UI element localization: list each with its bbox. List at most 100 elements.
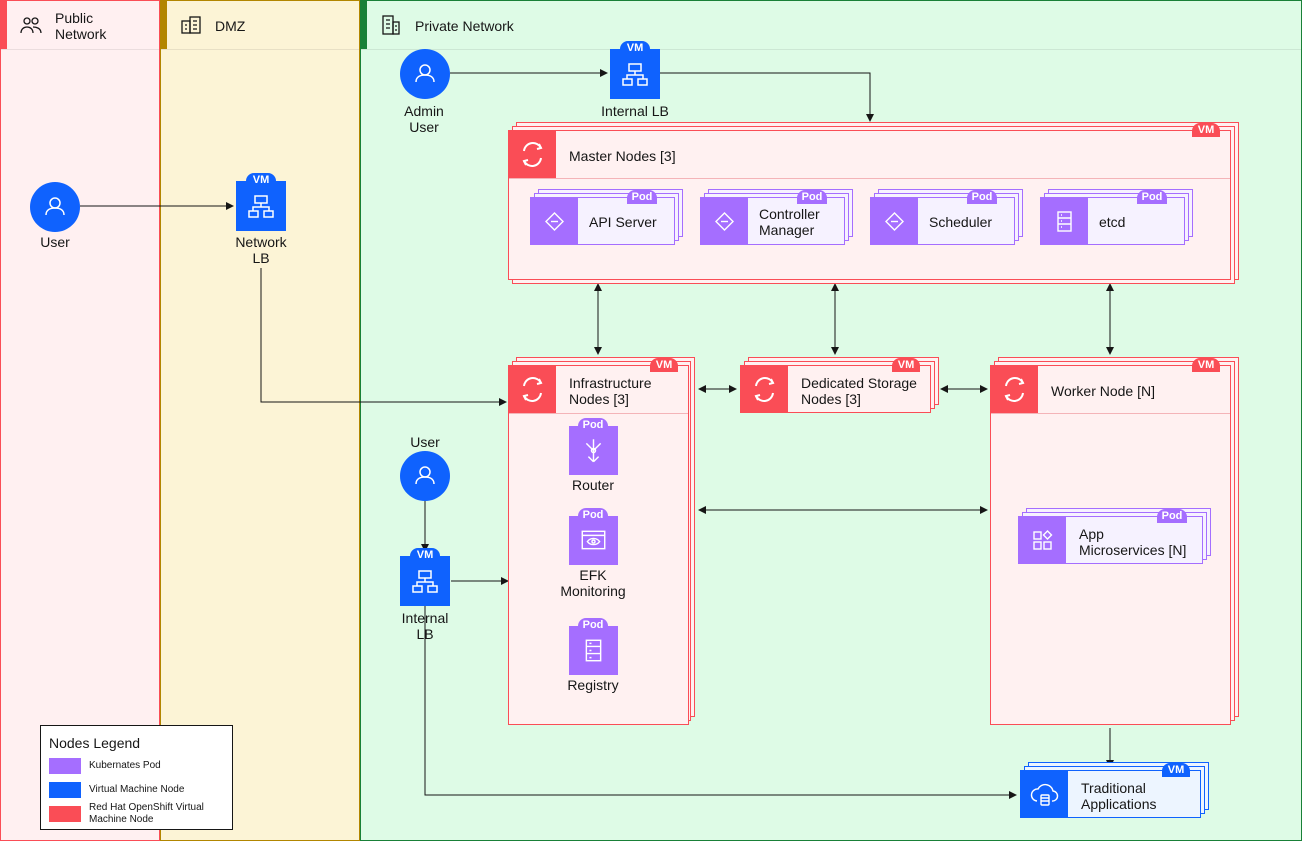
load-balancer-icon xyxy=(412,570,438,593)
legend-title: Nodes Legend xyxy=(49,735,141,751)
legend-swatch-vm xyxy=(49,782,81,798)
infra-header-divider xyxy=(509,413,688,414)
user-icon xyxy=(45,197,65,216)
enterprise-icon xyxy=(382,15,400,35)
master-pod-3[interactable]: etcd Pod xyxy=(1040,190,1185,245)
storage-icon xyxy=(1057,211,1072,232)
infra-openshift-badge xyxy=(509,366,556,413)
load-balancer-icon xyxy=(248,195,274,218)
pod-badge xyxy=(1041,198,1088,245)
master-pod-2[interactable]: Scheduler Pod xyxy=(870,190,1015,245)
worker-vm-tag: VM xyxy=(1192,358,1220,372)
zone-private-title: Private Network xyxy=(415,18,514,34)
user-icon xyxy=(415,466,435,485)
public-user-node[interactable] xyxy=(30,182,80,232)
apps-icon xyxy=(1033,530,1053,550)
pod-title: API Server xyxy=(589,214,657,230)
openshift-icon xyxy=(522,377,543,402)
infra-pod-0[interactable]: Pod xyxy=(569,418,618,475)
registry-icon xyxy=(585,639,602,662)
pod-tag: Pod xyxy=(1137,190,1167,204)
admin-user-node[interactable] xyxy=(400,49,450,99)
openshift-icon xyxy=(522,142,543,167)
internal-lb-bottom-node[interactable]: VM xyxy=(400,548,450,606)
infra-pod-1[interactable]: Pod xyxy=(569,508,618,565)
app-pod-badge xyxy=(1019,517,1066,564)
zone-public-header xyxy=(1,1,159,50)
legend-swatch-openshift xyxy=(49,806,81,822)
pod-badge xyxy=(701,198,748,245)
diamond-icon xyxy=(715,212,734,231)
pod-tag: Pod xyxy=(578,508,608,522)
master-pod-0[interactable]: API Server Pod xyxy=(530,190,675,245)
pod-tag: Pod xyxy=(627,190,657,204)
pod-badge xyxy=(871,198,918,245)
infra-pod-label: Router xyxy=(571,477,615,493)
zone-dmz-header xyxy=(161,1,359,50)
zone-private-accent xyxy=(361,1,367,49)
zone-dmz-accent xyxy=(161,1,167,49)
app-pod-tag: Pod xyxy=(1157,509,1187,523)
diamond-icon xyxy=(885,212,904,231)
users-icon xyxy=(20,17,42,34)
internal-lb-top-label: Internal LB xyxy=(601,103,669,119)
infra-pod-label: Registry xyxy=(567,677,619,693)
storage-vm-tag: VM xyxy=(892,358,920,372)
monitor-icon xyxy=(581,530,606,550)
network-lb-vm-tag: VM xyxy=(246,173,276,187)
traditional-vm-badge xyxy=(1021,771,1068,818)
building-icon xyxy=(181,16,201,34)
internal-lb-bottom-vm-tag: VM xyxy=(410,548,440,562)
public-user-label: User xyxy=(40,234,70,250)
openshift-icon xyxy=(1004,377,1025,402)
worker-header-divider xyxy=(991,413,1230,414)
nodes-legend: Nodes Legend Kubernates Pod Virtual Mach… xyxy=(40,725,233,830)
storage-openshift-badge xyxy=(741,366,788,413)
pod-tag: Pod xyxy=(578,618,608,632)
private-user-node[interactable] xyxy=(400,451,450,501)
pod-tag: Pod xyxy=(967,190,997,204)
legend-swatch-pod xyxy=(49,758,81,774)
master-vm-tag: VM xyxy=(1192,123,1220,137)
zone-private-header xyxy=(361,1,1301,50)
zone-public-accent xyxy=(1,1,7,49)
zone-dmz-title: DMZ xyxy=(215,18,246,34)
pod-tag: Pod xyxy=(578,418,608,432)
worker-openshift-badge xyxy=(991,366,1038,413)
openshift-icon xyxy=(754,377,775,402)
traditional-vm-tag: VM xyxy=(1162,763,1190,777)
pod-tag: Pod xyxy=(797,190,827,204)
internal-lb-top-node[interactable]: VM xyxy=(610,41,660,99)
master-header-divider xyxy=(509,178,1230,179)
pod-title: Scheduler xyxy=(929,214,993,230)
legend-label-vm: Virtual Machine Node xyxy=(89,784,185,795)
private-user-label: User xyxy=(410,434,440,450)
infra-vm-tag: VM xyxy=(650,358,678,372)
router-icon xyxy=(585,439,602,463)
master-openshift-badge xyxy=(509,131,556,178)
infra-pod-2[interactable]: Pod xyxy=(569,618,618,675)
network-lb-node[interactable]: VM xyxy=(236,173,286,231)
zone-dmz: DMZ xyxy=(160,0,360,841)
load-balancer-icon xyxy=(622,63,648,86)
internal-lb-top-vm-tag: VM xyxy=(620,41,650,55)
cloud-data-icon xyxy=(1030,783,1059,806)
diamond-icon xyxy=(545,212,564,231)
user-icon xyxy=(415,64,435,83)
